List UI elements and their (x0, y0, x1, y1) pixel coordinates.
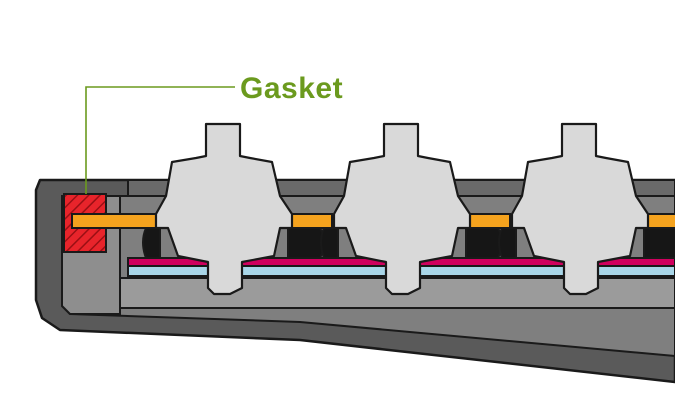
switch-housing (498, 227, 517, 259)
plate-over-gasket (71, 213, 163, 229)
switch-housing (287, 227, 325, 259)
key-switch (498, 122, 675, 296)
gasket-label: Gasket (240, 72, 343, 105)
plate-segment (465, 213, 511, 229)
switch-body (510, 122, 650, 296)
switch-housing (142, 227, 161, 259)
switch-housing (643, 227, 675, 259)
gasket-leader-line (85, 86, 235, 194)
plate-segment (287, 213, 333, 229)
switch-housing (320, 227, 339, 259)
key-switch (142, 122, 333, 296)
switches (142, 122, 675, 296)
switch-body (332, 122, 472, 296)
key-switch (320, 122, 511, 296)
switch-housing (465, 227, 503, 259)
switch-body (154, 122, 294, 296)
